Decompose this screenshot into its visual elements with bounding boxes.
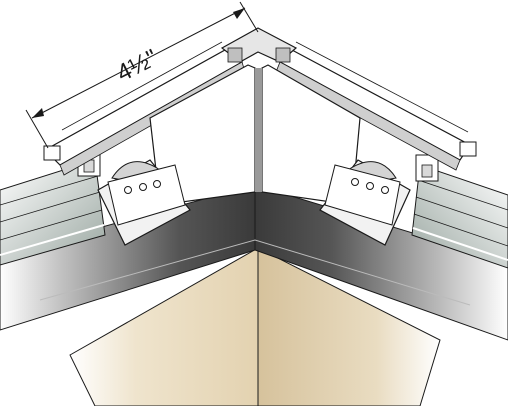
dimension-line [31, 7, 246, 119]
wall-right-face [257, 247, 441, 406]
wall-left-face [69, 247, 259, 406]
right-bracket [319, 159, 411, 246]
dimension-label: 4½" [112, 44, 162, 87]
extension-line-right [239, 1, 259, 33]
bolt-icon [153, 180, 161, 188]
left-bracket [97, 159, 191, 246]
bolt-icon [351, 178, 359, 186]
arrow-right-icon [233, 8, 245, 19]
extension-line-left [25, 109, 49, 149]
bolt-icon [139, 183, 147, 191]
arrow-left-icon [32, 108, 44, 118]
bolt-icon [366, 182, 374, 190]
bolt-icon [381, 186, 389, 194]
wall [69, 247, 441, 406]
right-glazing-rail [411, 154, 508, 269]
bolt-icon [124, 186, 132, 194]
